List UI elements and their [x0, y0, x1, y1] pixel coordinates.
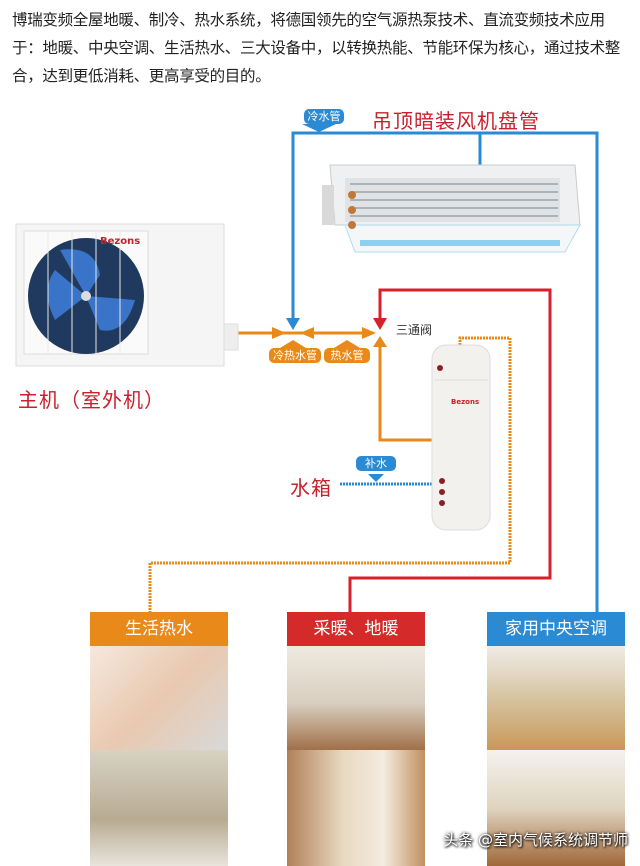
- watermark: 头条 @室内气候系统调节师: [443, 831, 628, 849]
- category-floor-heating: 采暖、地暖: [287, 612, 425, 646]
- cold-water-pipe-label: 冷水管: [304, 109, 344, 124]
- tank-outlet-pipe: [148, 336, 512, 612]
- hot-water-photo-child: [90, 646, 228, 750]
- outdoor-unit-image: [15, 223, 239, 367]
- kitchen-photo: [487, 646, 625, 750]
- water-tank-image: [431, 344, 491, 531]
- category-central-ac: 家用中央空调: [487, 612, 625, 646]
- outdoor-unit-title: 主机（室外机）: [18, 388, 165, 412]
- living-room-photo: [487, 750, 625, 866]
- cold-water-pipe: [286, 131, 599, 612]
- fan-coil-unit-image: [322, 164, 581, 253]
- three-way-valve-label: 三通阀: [396, 323, 433, 337]
- hot-pipe-label: 热水管: [324, 348, 370, 363]
- mixed-water-pipe: [236, 327, 432, 442]
- tank-title: 水箱: [290, 476, 332, 500]
- tank-brand-logo: Bezons: [451, 398, 480, 406]
- outdoor-unit-brand-logo: Bezons: [100, 236, 141, 247]
- heating-photo-room: [287, 646, 425, 750]
- supply-water-label: 补水: [356, 456, 396, 471]
- intro-text: 博瑞变频全屋地暖、制冷、热水系统，将德国领先的空气源热泵技术、直流变频技术应用于…: [12, 11, 621, 85]
- hot-water-pipe: [348, 288, 552, 612]
- floor-heating-photo: [287, 750, 425, 866]
- bathroom-photo: [90, 750, 228, 866]
- fan-coil-title: 吊顶暗装风机盘管: [372, 109, 540, 133]
- category-domestic-hot-water: 生活热水: [90, 612, 228, 646]
- mixed-pipe-label: 冷热水管: [269, 348, 321, 363]
